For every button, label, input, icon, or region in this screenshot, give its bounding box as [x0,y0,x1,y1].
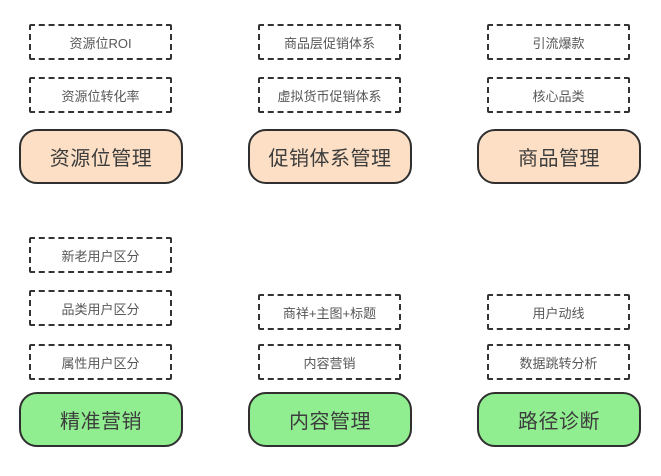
box-product-level-promotion-system: 商品层促销体系 [258,24,401,60]
box-detail-mainimage-title: 商祥+主图+标题 [258,294,401,330]
pill-path-diagnosis: 路径诊断 [477,392,641,447]
pill-product-management: 商品管理 [477,129,641,184]
box-content-marketing: 内容营销 [258,344,401,380]
box-core-categories: 核心品类 [487,77,630,113]
box-category-user-segmentation: 品类用户区分 [29,290,172,326]
box-user-journey: 用户动线 [487,294,630,330]
box-virtual-currency-promotion-system: 虚拟货币促销体系 [258,77,401,113]
box-attribute-user-segmentation: 属性用户区分 [29,344,172,380]
box-data-jump-analysis: 数据跳转分析 [487,344,630,380]
pill-precision-marketing: 精准营销 [19,392,183,447]
box-resource-slot-roi: 资源位ROI [29,24,172,60]
pill-content-management: 内容管理 [248,392,412,447]
pill-promotion-system-management: 促销体系管理 [248,129,412,184]
pill-resource-slot-management: 资源位管理 [19,129,183,184]
box-traffic-hot-items: 引流爆款 [487,24,630,60]
box-new-old-user-segmentation: 新老用户区分 [29,237,172,273]
box-resource-slot-conversion-rate: 资源位转化率 [29,77,172,113]
